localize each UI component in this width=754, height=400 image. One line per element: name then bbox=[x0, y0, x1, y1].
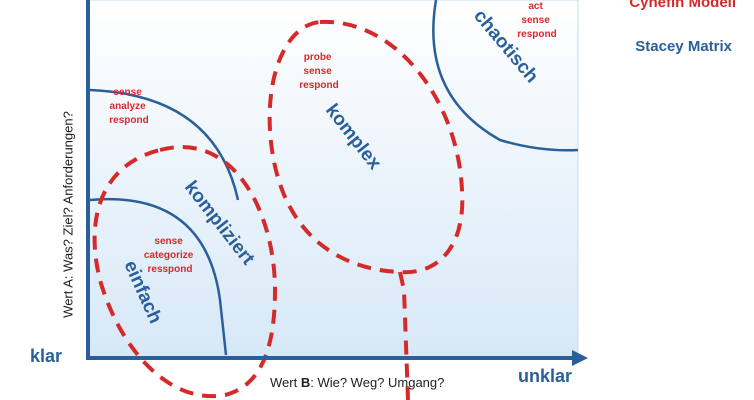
practice-komplex: probe sense respond bbox=[299, 52, 338, 91]
legend-stacey: Stacey Matrix bbox=[635, 38, 732, 55]
stacey-einfach-boundary bbox=[89, 197, 228, 356]
x-axis-arrowhead bbox=[572, 350, 588, 366]
cynefin-komplex-oval bbox=[267, 19, 465, 275]
stacey-chaotisch-boundary bbox=[432, 0, 579, 152]
cynefin-einfach-kompliziert-oval bbox=[92, 145, 278, 399]
stacey-kompliziert-boundary bbox=[89, 88, 240, 201]
practice-chaotisch: act sense respond bbox=[517, 1, 556, 40]
cynefin-disorder-line bbox=[398, 271, 410, 400]
x-axis-label: Wert B: Wie? Weg? Umgang? bbox=[270, 375, 444, 390]
axis-low-end-label: klar bbox=[30, 346, 63, 366]
x-axis-label-bold: B bbox=[300, 375, 311, 390]
y-axis-label: Wert A: Was? Ziel? Anforderungen? bbox=[60, 111, 76, 318]
practice-kompliziert: sense analyze respond bbox=[109, 87, 148, 126]
legend-cynefin: Cynefin Modell bbox=[629, 0, 736, 11]
practice-einfach: sense categorize resspond bbox=[144, 236, 196, 275]
x-axis-label-prefix: Wert bbox=[270, 375, 301, 390]
axis-high-end-label: unklar bbox=[518, 366, 573, 386]
plot-area bbox=[87, 0, 579, 359]
x-axis-label-rest: : Wie? Weg? Umgang? bbox=[310, 375, 445, 390]
